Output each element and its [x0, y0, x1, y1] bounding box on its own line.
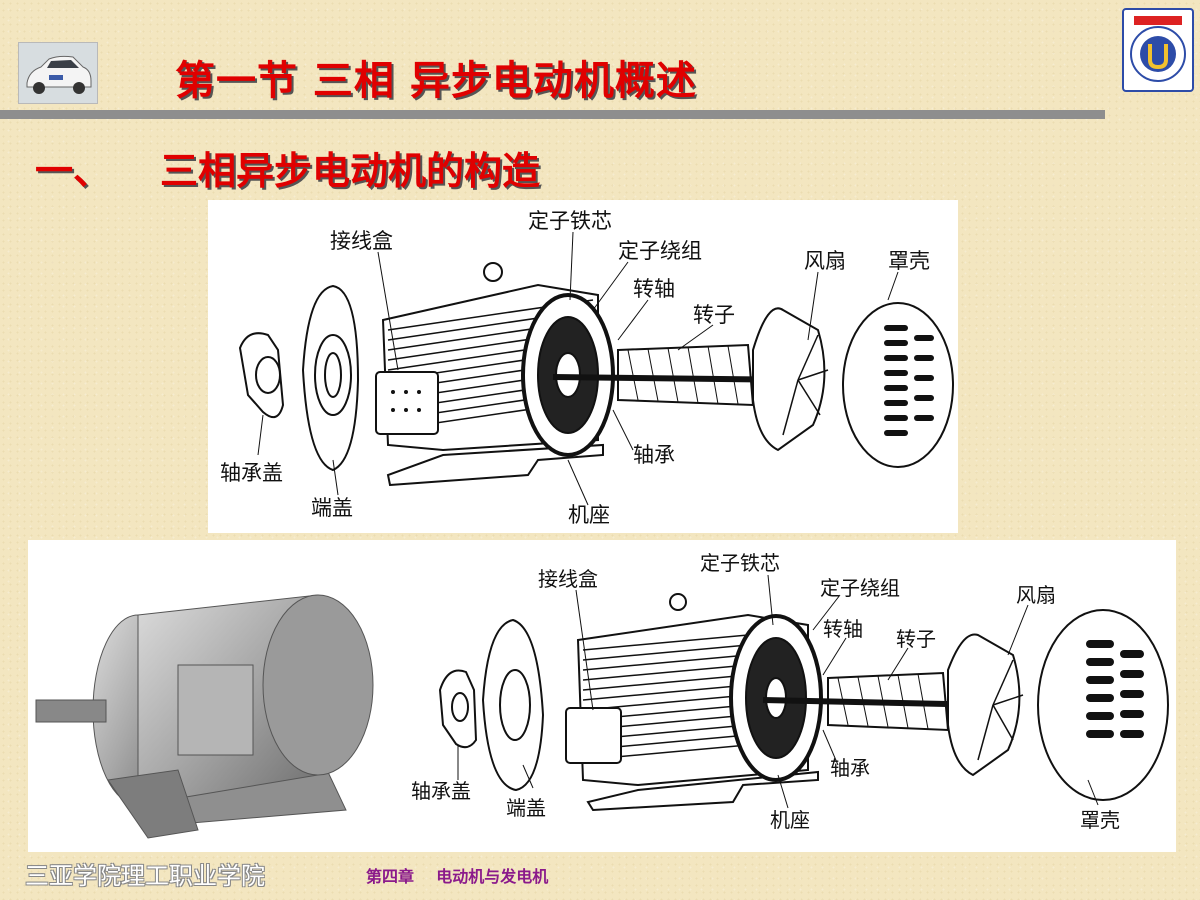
bearing-cap-drawing-bottom: [438, 669, 478, 749]
label-bearing-bottom: 轴承: [830, 756, 870, 780]
label-stator-winding-top: 定子绕组: [618, 239, 702, 263]
slide-title: 第一节 三相 异步电动机概述: [175, 58, 697, 104]
terminal-box-drawing: [375, 371, 439, 435]
terminal-box-drawing-bottom: [565, 707, 622, 764]
cover-drawing-bottom: [1037, 609, 1169, 801]
label-stator-core-top: 定子铁芯: [528, 209, 612, 233]
footer-chapter: 第四章 电动机与发电机: [366, 867, 549, 886]
label-terminal-box-bottom: 接线盒: [538, 567, 598, 591]
label-end-cover-bottom: 端盖: [506, 796, 546, 820]
label-fan-top: 风扇: [804, 249, 846, 273]
label-bearing-cap-top: 轴承盖: [220, 461, 283, 485]
label-rotor-top: 转子: [693, 303, 735, 327]
label-frame-top: 机座: [568, 503, 610, 527]
section-number: 一、: [35, 149, 112, 193]
motor-exploded-diagram-top: 定子铁芯 接线盒 定子绕组 风扇 罩壳 转轴 转子 轴承 轴承盖 端盖 机座: [208, 200, 958, 533]
car-logo-image: [18, 42, 98, 104]
label-stator-winding-bottom: 定子绕组: [820, 576, 900, 600]
label-bearing-top: 轴承: [633, 443, 675, 467]
motor-photo-and-diagram-bottom: 定子铁芯 接线盒 定子绕组 风扇 转轴 转子 轴承 轴承盖 端盖 机座 罩壳: [28, 540, 1176, 852]
title-divider: [0, 110, 1105, 119]
label-terminal-box-top: 接线盒: [330, 229, 393, 253]
footer-school-name: 三亚学院理工职业学院: [25, 862, 265, 890]
fan-drawing-bottom: [947, 633, 1021, 777]
label-fan-bottom: 风扇: [1016, 583, 1056, 607]
label-cover-top: 罩壳: [888, 249, 930, 273]
label-rotor-bottom: 转子: [896, 627, 936, 651]
college-logo: [1122, 8, 1194, 92]
label-stator-core-bottom: 定子铁芯: [700, 551, 780, 575]
label-cover-bottom: 罩壳: [1080, 808, 1120, 832]
label-bearing-cap-bottom: 轴承盖: [411, 779, 471, 803]
label-shaft-bottom: 转轴: [823, 617, 863, 641]
section-heading: 一、 三相异步电动机的构造: [35, 140, 540, 195]
label-shaft-top: 转轴: [633, 277, 675, 301]
end-cover-drawing-bottom: [481, 618, 545, 792]
label-end-cover-top: 端盖: [311, 496, 353, 520]
bearing-cap-drawing: [238, 332, 285, 419]
motor-photo: [35, 594, 374, 839]
end-cover-drawing: [301, 284, 360, 472]
section-heading-text: 三相异步电动机的构造: [160, 149, 541, 193]
fan-drawing: [752, 307, 826, 452]
label-frame-bottom: 机座: [770, 808, 810, 832]
